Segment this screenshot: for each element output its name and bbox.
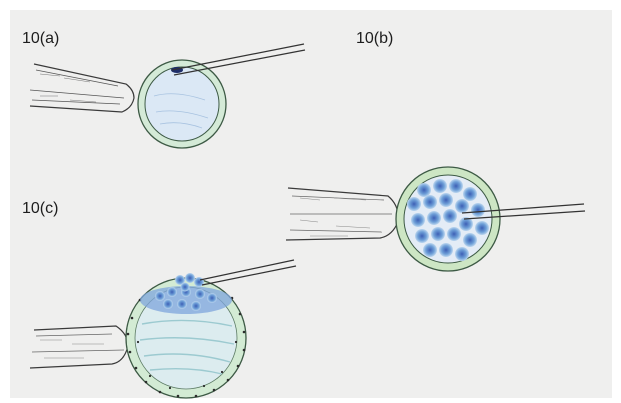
holding-pipette-b [286,188,398,240]
panel-b-illustration [286,167,585,271]
biopsy-needle-c [200,260,296,285]
panel-label-c: 10(c) [22,200,58,218]
panel-label-b: 10(b) [356,30,393,48]
panel-c-illustration [30,260,296,398]
holding-pipette-a [30,64,134,112]
blastocyst-c [126,273,246,398]
embryo-b [396,167,500,271]
holding-pipette-c [30,326,128,368]
panel-label-a: 10(a) [22,30,59,48]
panel-a-illustration [30,44,305,148]
